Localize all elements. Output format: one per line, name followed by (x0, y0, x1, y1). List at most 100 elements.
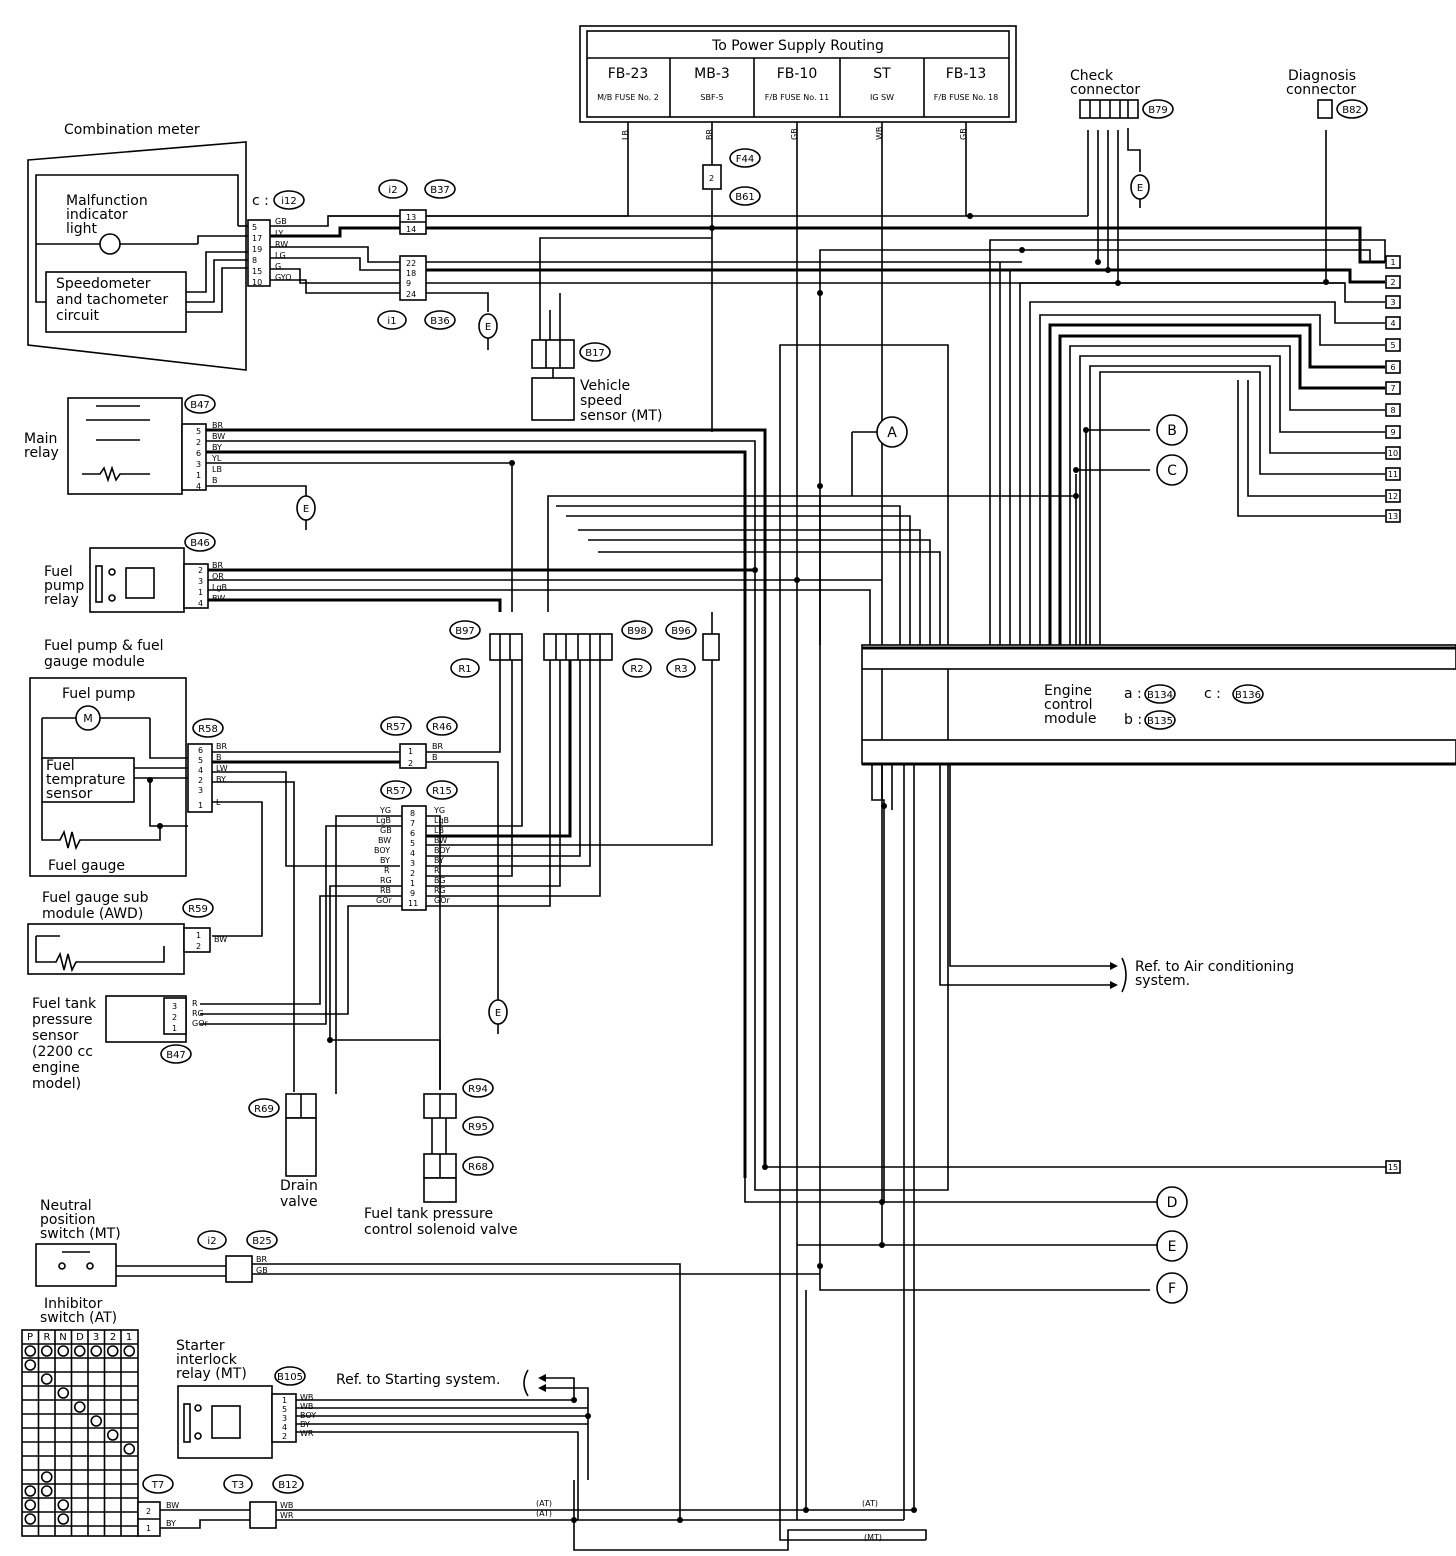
r15-right-wire: LgB (434, 816, 449, 825)
connector-B105: B105 (277, 1372, 303, 1383)
inhibitor-contact-mark (57, 1387, 70, 1399)
inhibitor-contact-mark (40, 1373, 53, 1385)
inhibitor-header: 2 (110, 1332, 116, 1343)
ps-col-sub: F/B FUSE No. 11 (765, 93, 829, 102)
ps-wire-label: LB (621, 130, 630, 140)
r15-left-wire: RG (380, 876, 392, 885)
b105-term: 1 (282, 1396, 287, 1405)
check-connector-label-2: connector (1070, 82, 1140, 98)
main-relay-term: 4 (196, 482, 201, 491)
node-label: E (1168, 1239, 1177, 1255)
meter-wire: RW (275, 240, 288, 249)
connector-i1: i1 (387, 316, 396, 327)
connector-i12: i12 (281, 196, 297, 207)
connector-R57: R57 (386, 786, 406, 797)
r15-term: 11 (408, 899, 418, 908)
node-E (1156, 1230, 1188, 1262)
diagnosis-connector-label-2: connector (1286, 82, 1356, 98)
node-C (1156, 454, 1188, 486)
meter-wire: G (275, 262, 281, 271)
r15-left-wire: RB (380, 886, 391, 895)
inhibitor-header: 1 (126, 1332, 132, 1343)
check-connector-label: Check (1070, 68, 1114, 84)
i2-term: 9 (406, 279, 411, 288)
neutral-position-switch: Neutral position switch (MT) i2 B25 BR G… (35, 1198, 823, 1520)
connector-B136: B136 (1235, 690, 1261, 701)
b105-wire: WR (300, 1429, 314, 1438)
fuel-temp-label: Fuel (46, 758, 75, 774)
ps-col-code: MB-3 (694, 66, 730, 82)
ps-col-code: FB-10 (777, 66, 818, 82)
inhibitor-contact-mark (123, 1345, 136, 1357)
right-terminal: 3 (1390, 298, 1395, 307)
inhibitor-header: N (59, 1332, 66, 1343)
right-terminal: 15 (1388, 1163, 1398, 1172)
r15-term: 9 (410, 889, 415, 898)
fuel-pump-relay-label-3: relay (44, 592, 79, 608)
t7-wire: BW (166, 1501, 179, 1510)
motor-symbol: M (83, 712, 93, 725)
inhibitor-contact-mark (106, 1345, 119, 1357)
right-terminal: 4 (1390, 319, 1395, 328)
ground-E: E (1137, 183, 1143, 194)
r57-term: 2 (408, 759, 413, 768)
fuel-gauge-sub-label: Fuel gauge sub (42, 890, 149, 906)
connector-R46: R46 (432, 722, 452, 733)
ps-col-code: ST (873, 66, 891, 82)
i2-term: 24 (406, 290, 416, 299)
solenoid-label: Fuel tank pressure (364, 1206, 493, 1222)
r15-term: 7 (410, 819, 415, 828)
r15-right-wire: R (434, 866, 440, 875)
connector-R15: R15 (432, 786, 452, 797)
connector-B47: B47 (190, 400, 210, 411)
fpr-wire: OR (212, 572, 224, 581)
r58-term: 4 (198, 766, 203, 775)
b105-wire: WB (300, 1402, 313, 1411)
inhibitor-contact-mark (57, 1513, 70, 1525)
vss-label-3: sensor (MT) (580, 408, 662, 424)
r46-wire: B (432, 753, 438, 762)
right-terminal: 8 (1390, 406, 1395, 415)
starter-relay-label-2: interlock (176, 1352, 238, 1368)
t7-term: 1 (146, 1524, 151, 1533)
r15-right-wire: LB (434, 826, 444, 835)
meter-term: 10 (252, 278, 262, 287)
inhibitor-header: D (76, 1332, 84, 1343)
tps-label: Fuel tank (32, 996, 97, 1012)
b25-wire: GB (256, 1266, 268, 1275)
fuel-temp-label-3: sensor (46, 786, 93, 802)
fuel-pump-label: Fuel pump (62, 686, 136, 702)
meter-wire: LG (275, 251, 286, 260)
b47-wire: GOr (192, 1019, 208, 1028)
main-relay-wire: BY (212, 443, 222, 452)
fuel-pump-module-label-2: gauge module (44, 654, 145, 670)
r58-term: 1 (198, 801, 203, 810)
r15-left-wire: BOY (374, 846, 390, 855)
r15-left-wire: LgB (376, 816, 391, 825)
b47-wire: R (192, 999, 198, 1008)
inhibitor-contact-mark (24, 1499, 37, 1511)
starter-relay-label-3: relay (MT) (176, 1366, 247, 1382)
connector-R3: R3 (674, 664, 687, 675)
connector-B97: B97 (455, 626, 475, 637)
i2-term: 22 (406, 259, 416, 268)
tps-label-2: pressure (32, 1012, 92, 1028)
fpr-term: 1 (198, 588, 203, 597)
connector-i2-b37: i2 B37 13 14 22 18 9 24 i1 B36 (377, 179, 456, 330)
connector-B47: B47 (166, 1050, 186, 1061)
b12-wire: WB (280, 1501, 293, 1510)
vehicle-speed-sensor: B17 Vehicle speed sensor (MT) E (478, 237, 712, 424)
r57-term: 1 (408, 747, 413, 756)
inhibitor-contact-mark (24, 1359, 37, 1371)
fuel-gauge-sub-module: Fuel gauge sub module (AWD) 1 2 R59 BW (27, 890, 227, 975)
b105-term: 3 (282, 1414, 287, 1423)
meter-term: 17 (252, 234, 262, 243)
b105-term: 2 (282, 1432, 287, 1441)
ps-wire-label: BR (705, 129, 714, 140)
main-relay-term: 1 (196, 471, 201, 480)
f44-term: 2 (709, 174, 714, 183)
r15-left-wire: GOr (376, 896, 392, 905)
inhibitor-label-2: switch (AT) (40, 1310, 117, 1326)
main-relay-term: 5 (196, 427, 201, 436)
connector-i2: i2 (388, 185, 397, 196)
